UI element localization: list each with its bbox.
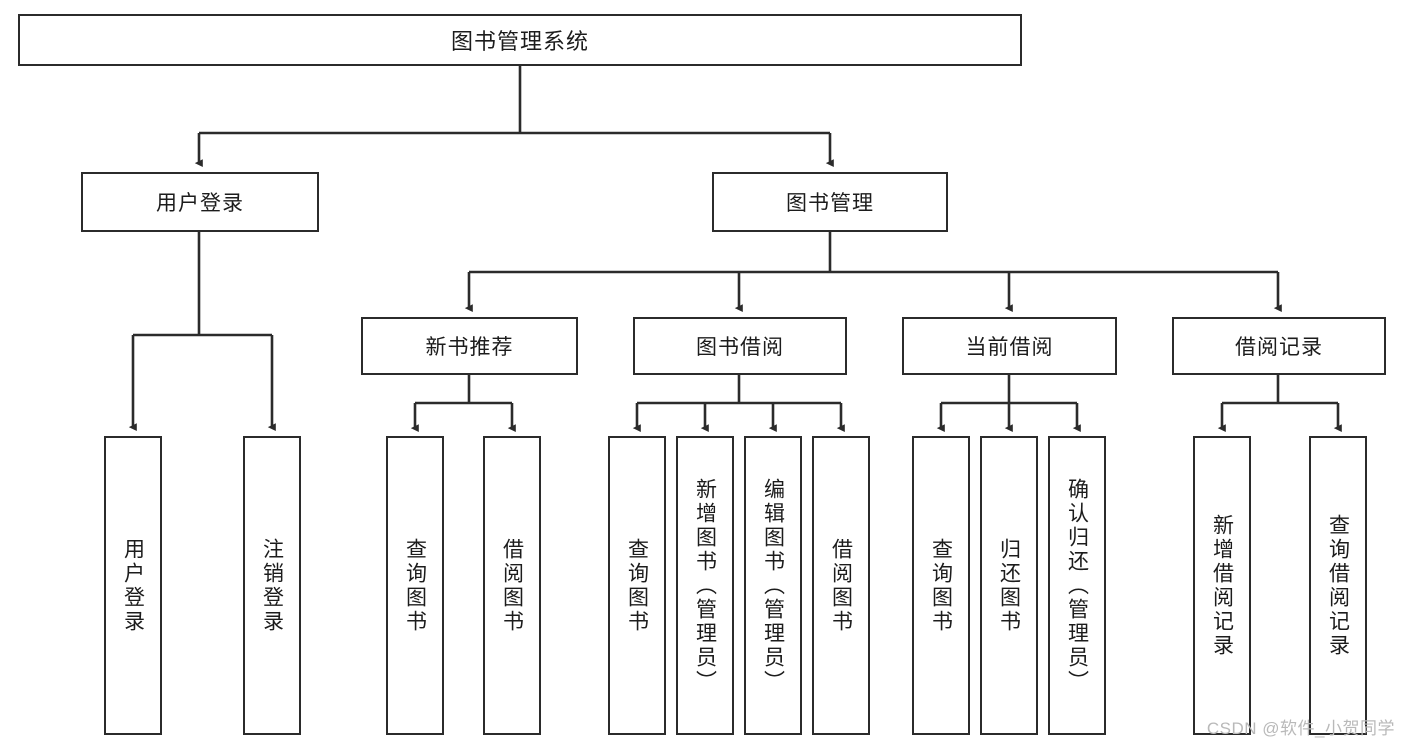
leaf-book-borrow-edit-book-admin[interactable]: 编辑图书（管理员） xyxy=(744,436,802,735)
leaf-book-borrow-add-book-admin[interactable]: 新增图书（管理员） xyxy=(676,436,734,735)
leaf-label: 借阅图书 xyxy=(829,537,853,634)
node-book-borrow[interactable]: 图书借阅 xyxy=(633,317,847,375)
leaf-label: 注销登录 xyxy=(260,537,284,634)
node-book-management[interactable]: 图书管理 xyxy=(712,172,948,232)
leaf-label: 确认归还（管理员） xyxy=(1065,477,1089,694)
leaf-new-book-borrow-book[interactable]: 借阅图书 xyxy=(483,436,541,735)
leaf-book-borrow-query-book[interactable]: 查询图书 xyxy=(608,436,666,735)
node-current-borrow[interactable]: 当前借阅 xyxy=(902,317,1117,375)
leaf-new-book-query-book[interactable]: 查询图书 xyxy=(386,436,444,735)
leaf-label: 归还图书 xyxy=(997,537,1021,634)
leaf-label: 查询图书 xyxy=(929,537,953,634)
leaf-records-query-borrow-record[interactable]: 查询借阅记录 xyxy=(1309,436,1367,735)
csdn-watermark: CSDN @软件_小贺同学 xyxy=(1206,719,1395,738)
node-root-book-management-system[interactable]: 图书管理系统 xyxy=(18,14,1022,66)
leaf-label: 用户登录 xyxy=(121,537,145,634)
node-new-book-recommend[interactable]: 新书推荐 xyxy=(361,317,578,375)
leaf-current-borrow-query-book[interactable]: 查询图书 xyxy=(912,436,970,735)
leaf-label: 编辑图书（管理员） xyxy=(761,477,785,694)
leaf-user-login-logout[interactable]: 注销登录 xyxy=(243,436,301,735)
leaf-label: 借阅图书 xyxy=(500,537,524,634)
leaf-current-borrow-confirm-return-admin[interactable]: 确认归还（管理员） xyxy=(1048,436,1106,735)
leaf-label: 查询图书 xyxy=(625,537,649,634)
node-borrow-records[interactable]: 借阅记录 xyxy=(1172,317,1386,375)
leaf-label: 查询借阅记录 xyxy=(1326,513,1350,658)
leaf-records-add-borrow-record[interactable]: 新增借阅记录 xyxy=(1193,436,1251,735)
leaf-label: 查询图书 xyxy=(403,537,427,634)
leaf-book-borrow-borrow-book[interactable]: 借阅图书 xyxy=(812,436,870,735)
leaf-label: 新增借阅记录 xyxy=(1210,513,1234,658)
leaf-user-login-login[interactable]: 用户登录 xyxy=(104,436,162,735)
node-user-login[interactable]: 用户登录 xyxy=(81,172,319,232)
leaf-label: 新增图书（管理员） xyxy=(693,477,717,694)
leaf-current-borrow-return-book[interactable]: 归还图书 xyxy=(980,436,1038,735)
